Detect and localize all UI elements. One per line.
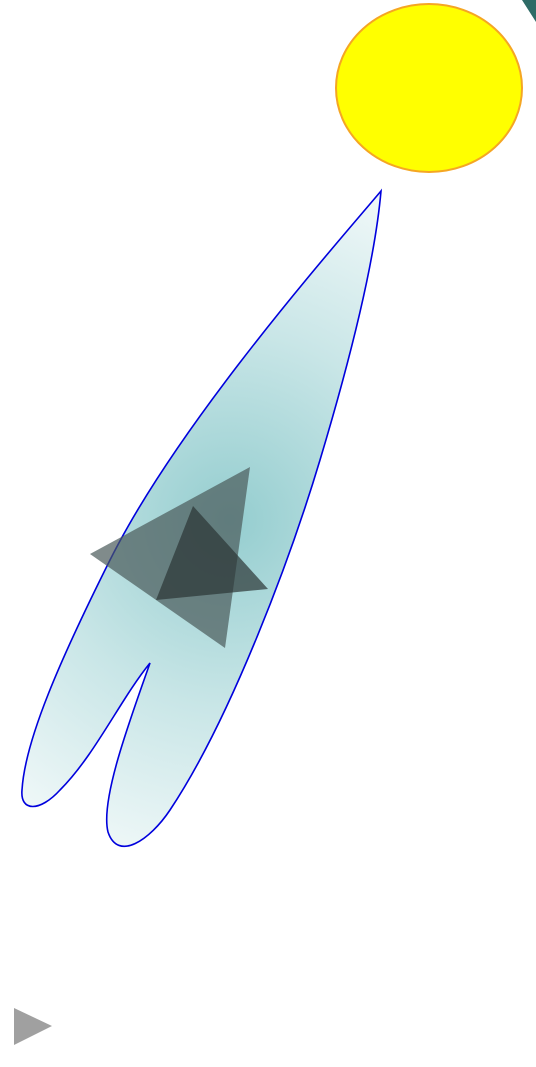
corner-triangle xyxy=(522,0,536,22)
sun-ellipse xyxy=(336,4,522,172)
play-icon[interactable] xyxy=(14,1008,52,1045)
